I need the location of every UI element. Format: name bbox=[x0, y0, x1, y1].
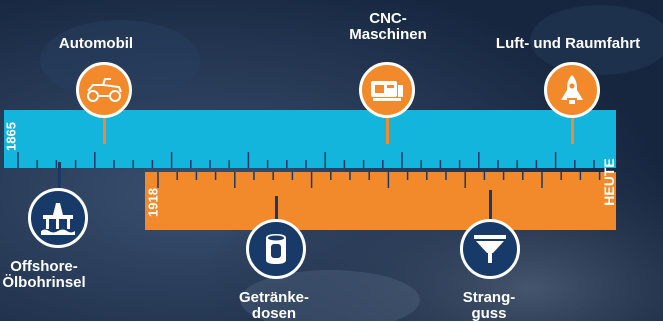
milestone-label-luft-raumfahrt: Luft- und Raumfahrt bbox=[495, 35, 641, 52]
milestone-label-getraenkedosen: Getränke- dosen bbox=[238, 289, 310, 322]
milestone-label-stranguss: Strang- guss bbox=[462, 289, 516, 322]
cnc-machine-icon bbox=[371, 81, 403, 101]
milestone-badge-luft-raumfahrt bbox=[544, 62, 600, 118]
start-year-top: 1865 bbox=[3, 122, 19, 151]
timeline-top-band bbox=[4, 110, 616, 168]
milestone-stem-getraenkedosen bbox=[275, 196, 278, 226]
milestone-label-cnc: CNC- Maschinen bbox=[349, 10, 427, 43]
milestone-label-automobil: Automobil bbox=[58, 35, 134, 52]
milestone-badge-stranguss bbox=[460, 219, 520, 279]
milestone-label-offshore: Offshore- Ölbohrinsel bbox=[2, 258, 86, 291]
milestone-stem-luft-raumfahrt bbox=[571, 108, 574, 144]
beverage-can-icon bbox=[266, 234, 286, 264]
milestone-badge-cnc bbox=[359, 62, 415, 118]
timeline-bottom-band bbox=[145, 172, 616, 230]
space-shuttle-icon bbox=[561, 75, 583, 104]
milestone-stem-stranguss bbox=[489, 190, 492, 220]
milestone-badge-automobil bbox=[76, 62, 132, 118]
continuous-casting-icon bbox=[474, 235, 506, 263]
milestone-stem-cnc bbox=[386, 108, 389, 144]
milestone-badge-offshore bbox=[28, 188, 88, 248]
end-year-label: HEUTE bbox=[601, 158, 617, 206]
car-icon bbox=[87, 78, 122, 102]
oil-rig-icon bbox=[41, 203, 75, 235]
milestone-stem-offshore bbox=[58, 162, 61, 192]
milestone-badge-getraenkedosen bbox=[246, 219, 306, 279]
start-year-bottom: 1918 bbox=[145, 188, 161, 217]
milestone-stem-automobil bbox=[103, 108, 106, 144]
